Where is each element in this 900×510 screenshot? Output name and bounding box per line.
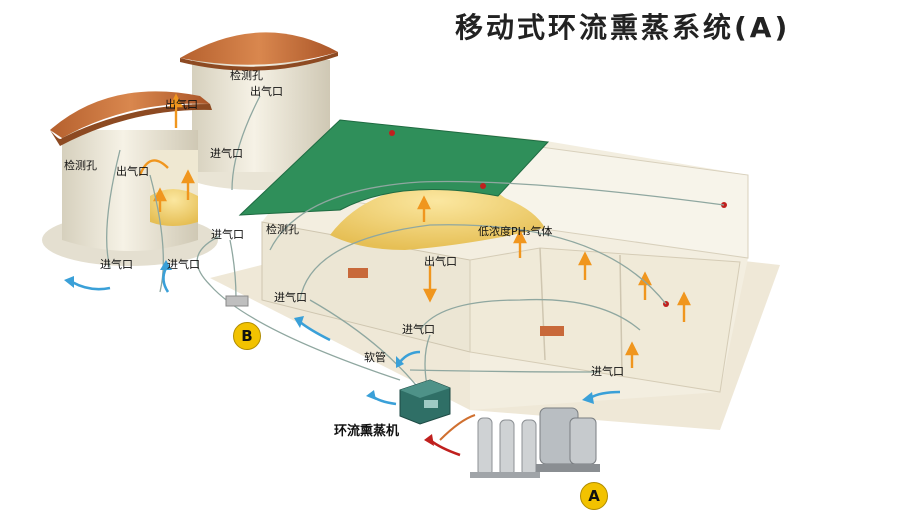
return-arrow-head — [160, 260, 172, 270]
pipe-line — [419, 298, 641, 331]
silo-right-roof-rim — [180, 52, 338, 71]
return-arrow — [162, 267, 170, 293]
warehouse-roof — [238, 119, 550, 216]
return-arrow-head — [366, 390, 376, 400]
grain-pile — [330, 179, 545, 250]
return-arrow — [371, 394, 397, 406]
label-inlet-left-silo-right: 进气口 — [211, 228, 244, 241]
return-arrow-head — [64, 276, 74, 288]
label-outlet-right-silo: 出气口 — [250, 85, 283, 98]
gas-cylinder-1 — [477, 417, 493, 477]
flow-arrow-head — [181, 169, 195, 184]
label-outlet-left-silo-top: 出气口 — [165, 98, 198, 111]
label-inlet-left-silo-a: 进气口 — [100, 258, 133, 271]
pipe-line — [299, 224, 667, 305]
gas-cylinder-3 — [521, 419, 537, 477]
return-arrow — [398, 350, 421, 363]
badge-b: B — [233, 322, 261, 350]
label-hose: 软管 — [364, 351, 386, 364]
flow-arrow-head — [513, 229, 527, 244]
badge-a: A — [580, 482, 608, 510]
label-low-ph3-gas: 低浓度PH₃气体 — [478, 225, 553, 238]
flow-arrow-head — [578, 251, 592, 266]
supply-flow-arrow — [429, 438, 461, 457]
return-arrow-head — [294, 316, 304, 328]
fumigator-machine — [399, 379, 451, 425]
warehouse-right-section — [469, 247, 741, 393]
equipment-base — [536, 464, 600, 472]
silo-left-roof-rim — [50, 104, 212, 146]
pipe-line — [196, 235, 401, 381]
flow-arrow-head — [153, 187, 167, 202]
cylinder-rack — [470, 472, 540, 478]
supply-flow-arrow-head — [424, 434, 434, 446]
return-arrow — [299, 320, 331, 342]
fumigator-top — [400, 380, 450, 398]
internal-flow-arrows — [138, 93, 691, 368]
silo-right-roof — [180, 32, 338, 65]
probe-dot-1 — [389, 130, 395, 136]
label-inspection-hole-left-silo: 检测孔 — [64, 159, 97, 172]
probe-dot-2 — [480, 183, 486, 189]
fumigator-panel — [424, 400, 438, 408]
mixing-tank-2 — [569, 417, 597, 465]
flow-arrow-head — [677, 291, 691, 306]
pipe-line — [106, 149, 121, 269]
return-arrow-heads — [64, 260, 594, 404]
gas-equipment — [470, 407, 600, 478]
label-inlet-warehouse-right: 进气口 — [591, 365, 624, 378]
return-arrow — [71, 280, 111, 291]
label-inlet-warehouse-left: 进气口 — [274, 291, 307, 304]
label-inlet-right-silo: 进气口 — [210, 147, 243, 160]
flow-arrow-head — [169, 93, 183, 108]
pipe-line — [229, 239, 237, 299]
label-inlet-left-silo-b: 进气口 — [167, 258, 200, 271]
pipe-line — [409, 369, 601, 373]
supply-hose — [439, 414, 476, 441]
label-inspection-hole-right-silo: 检测孔 — [230, 69, 263, 82]
partition-wall-2 — [619, 254, 623, 376]
hatch-door-2 — [540, 326, 564, 336]
pipe-line — [269, 180, 725, 251]
silo-left — [42, 91, 218, 266]
page-title: 移动式环流熏蒸系统(A) — [455, 11, 791, 44]
flow-arrow-head — [423, 288, 437, 303]
partition-wall-1 — [539, 247, 546, 361]
flow-arrow-head — [417, 195, 431, 210]
label-outlet-left-silo-mid: 出气口 — [116, 165, 149, 178]
return-flow-arrows — [71, 267, 621, 406]
piping — [106, 95, 725, 401]
flow-arrow — [138, 159, 169, 176]
label-inlet-warehouse-mid: 进气口 — [402, 323, 435, 336]
flow-arrow-head — [625, 341, 639, 356]
return-arrow-head — [582, 392, 594, 404]
silo-left-cutaway — [150, 150, 198, 196]
pipe-line — [309, 299, 421, 391]
hatch-door-1 — [348, 268, 368, 278]
gas-cylinder-2 — [499, 419, 515, 477]
pipe-line — [231, 95, 261, 191]
silo-left-roof — [50, 91, 210, 138]
label-fumigator: 环流熏蒸机 — [334, 424, 400, 439]
port-box-b — [225, 295, 249, 307]
return-arrow-head — [396, 356, 404, 368]
label-outlet-warehouse: 出气口 — [424, 255, 457, 268]
pipe-line — [149, 174, 164, 293]
warehouse — [210, 119, 780, 430]
label-inspection-hole-warehouse: 检测孔 — [266, 223, 299, 236]
